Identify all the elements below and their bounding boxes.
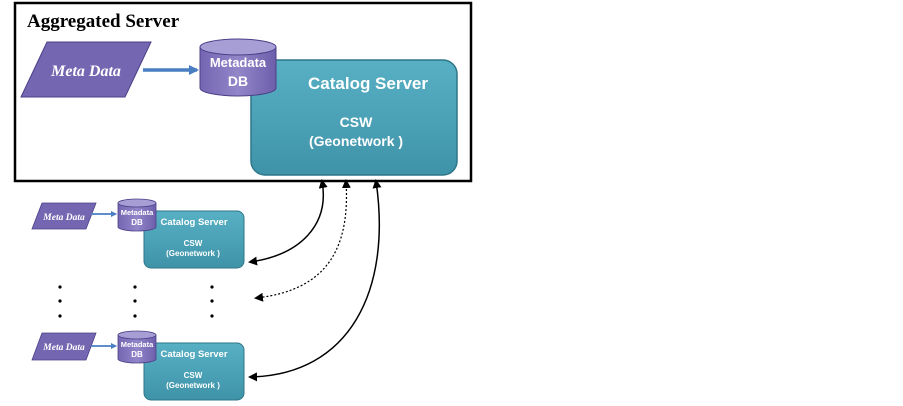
node-bottom-metadata-db-label-line2: DB	[131, 350, 143, 359]
geonetwork-label: (Geonetwork )	[309, 133, 403, 149]
node-bottom-csw-label: CSW	[184, 371, 203, 380]
metadata-db-cylinder	[199, 38, 277, 97]
connection-bottom-node	[248, 179, 382, 382]
catalog-server-title: Catalog Server	[308, 74, 428, 93]
metadata-db-label-line1: Metadata	[210, 55, 267, 70]
connection-top-node	[248, 179, 328, 266]
node-top-catalog-server-title: Catalog Server	[160, 217, 227, 228]
harvest-connections	[248, 179, 382, 382]
aggregated-server-panel: Aggregated Server Meta Data Catalog Serv…	[13, 1, 473, 183]
metadata-db-label-line2: DB	[228, 73, 248, 89]
node-bottom-metadata-db-label-line1: Metadata	[121, 340, 154, 349]
node-top-meta-data-parallelogram	[31, 202, 97, 230]
catalog-node-bottom: Meta Data Catalog Server CSW (Geonetwork…	[31, 330, 245, 401]
ellipsis-dots	[58, 285, 214, 318]
node-bottom-meta-data-parallelogram	[31, 332, 97, 361]
node-top-metadata-db-label-line1: Metadata	[121, 208, 154, 217]
node-top-metadata-db-cylinder	[117, 198, 157, 232]
node-top-catalog-server-box	[143, 210, 245, 269]
node-bottom-catalog-server-box	[143, 342, 245, 401]
connection-middle-nodes	[254, 179, 351, 302]
node-top-meta-data-label: Meta Data	[42, 213, 85, 223]
node-top-csw-label: CSW	[184, 239, 203, 248]
node-bottom-meta-data-label: Meta Data	[42, 343, 85, 353]
csw-label: CSW	[340, 114, 373, 130]
node-bottom-geonetwork-label: (Geonetwork )	[166, 381, 220, 390]
catalog-node-top: Meta Data Catalog Server CSW (Geonetwork…	[31, 198, 245, 269]
meta-data-parallelogram	[20, 41, 152, 98]
node-bottom-metadata-db-cylinder	[117, 330, 157, 364]
node-top-metadata-db-label-line2: DB	[131, 218, 143, 227]
catalog-server-box	[250, 59, 458, 176]
aggregated-server-title: Aggregated Server	[27, 11, 180, 32]
node-bottom-catalog-server-title: Catalog Server	[160, 349, 227, 360]
meta-data-label: Meta Data	[50, 63, 121, 80]
node-top-geonetwork-label: (Geonetwork )	[166, 249, 220, 258]
